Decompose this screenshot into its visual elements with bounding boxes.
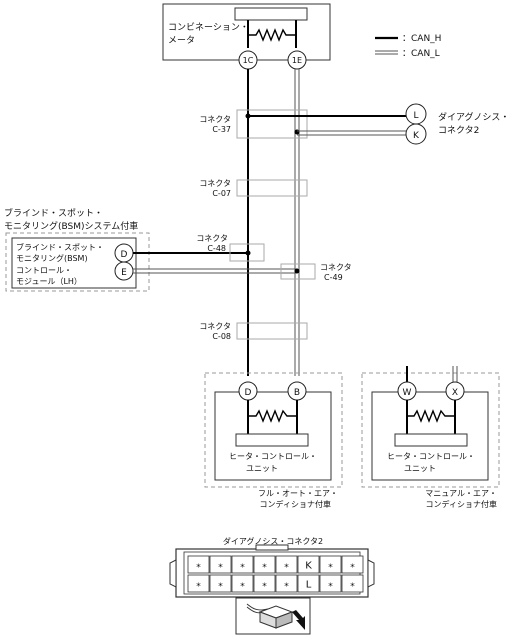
dlc-pin-label: * (350, 563, 355, 573)
bsm-pin-e-label: E (121, 268, 127, 278)
dlc-pin-label: * (196, 582, 201, 592)
heater-manual-pin-w-label: W (403, 388, 412, 398)
heater-manual-unit-line2: ユニット (404, 464, 436, 473)
connector-c49 (280, 263, 316, 280)
bsm-pin-d-label: D (121, 250, 128, 260)
dlc-pin-label: * (196, 563, 201, 573)
heater-manual-mount-block (394, 433, 468, 447)
connector-c08 (236, 322, 308, 340)
heater-manual-unit-line1: ヒータ・コントロール・ (387, 452, 475, 461)
splice-bsm-h (245, 250, 251, 256)
heater-full-unit-line1: ヒータ・コントロール・ (229, 452, 317, 461)
dlc-pin-cell (297, 574, 320, 593)
connector-c48 (229, 243, 265, 262)
meter-label-line1: コンビネーション・ (168, 22, 249, 33)
dlc-pin-cell (253, 555, 276, 574)
dlc-pin-cell (319, 555, 342, 574)
dlc-pin-cell (297, 555, 320, 574)
dlc-pin-cell (209, 555, 232, 574)
heater-full-unit-line2: ユニット (246, 464, 278, 473)
arrow-icon (292, 610, 305, 630)
manual-ac-line2: コンディショナ付車 (426, 499, 497, 509)
dlc-pin-cell (231, 555, 254, 574)
manual-ac-line1: マニュアル・エア・ (425, 489, 497, 498)
dlc-pin-cell (253, 574, 276, 593)
full-auto-ac-dashed-box (204, 372, 343, 488)
dlc-pin-label: * (284, 582, 289, 592)
connector-c07 (236, 179, 308, 197)
legend-can-l-label: ：CAN_L (402, 49, 440, 59)
splice-bsm-l (294, 268, 300, 274)
dlc-pin-label: * (240, 582, 245, 592)
connector-c37-label: コネクタ (199, 115, 231, 124)
dlc-pin-label: * (240, 563, 245, 573)
dlc-pin-label: * (262, 582, 267, 592)
dlc-face-title: ダイアグノシス・コネクタ2 (223, 536, 323, 546)
dlc-pin-k-label: K (413, 131, 420, 141)
connector-c07-label: コネクタ (199, 179, 231, 188)
dlc-pin-k (405, 123, 427, 145)
bsm-vehicle-line1: ブラインド・スポット・ (4, 207, 103, 219)
connector-c48-code: C-48 (207, 244, 226, 253)
bsm-module-line2: モニタリング(BSM) (16, 253, 88, 263)
meter-pin-1e (287, 50, 307, 70)
dlc-pin-label: L (306, 580, 312, 591)
dlc-pin-cell (341, 574, 364, 593)
full-auto-ac-line2: コンディショナ付車 (260, 499, 331, 509)
resistor-icon (248, 409, 297, 423)
resistor-icon (248, 28, 296, 42)
dlc-pin-cell (319, 574, 342, 593)
dlc-pin-label: * (350, 582, 355, 592)
meter-label-line2: メータ (168, 35, 195, 46)
connector-c07-code: C-07 (212, 189, 231, 198)
dlc-pin-cell (341, 555, 364, 574)
dlc-face-pin-grid: * * * * * K * * * * * * * L * * (187, 555, 364, 593)
dlc-pin-cell (275, 555, 298, 574)
heater-full-mount-block (235, 433, 309, 447)
full-auto-ac-line1: フル・オート・エア・ (258, 489, 338, 498)
dlc-pin-cell (187, 574, 210, 593)
dlc-pin-label: * (328, 582, 333, 592)
dlc-pin-cell (231, 574, 254, 593)
dlc-pin-l-label: L (413, 111, 418, 121)
connector-c48-label: コネクタ (196, 234, 228, 243)
connector-c49-code: C-49 (324, 273, 343, 282)
bsm-pin-e (114, 261, 134, 281)
dlc-pin-label: K (305, 561, 312, 572)
dlc-pin-label: * (328, 563, 333, 573)
connector-view-icon (246, 603, 294, 629)
dlc-pin-label: * (284, 563, 289, 573)
heater-manual-pin-x-label: X (452, 388, 458, 398)
bsm-module-line4: モジュール（LH） (16, 277, 82, 286)
connector-c08-code: C-08 (212, 332, 231, 341)
bsm-module-line3: コントロール・ (16, 266, 72, 275)
dlc-pin-cell (209, 574, 232, 593)
meter-pin-1e-label: 1E (292, 56, 302, 65)
bsm-vehicle-line2: モニタリング(BSM)システム付車 (4, 220, 138, 232)
dlc-pin-label: * (262, 563, 267, 573)
connector-c49-label: コネクタ (320, 263, 352, 272)
heater-full-pin-d-label: D (245, 388, 252, 398)
dlc-pin-label: * (218, 563, 223, 573)
bsm-module-box (11, 237, 137, 289)
dlc-pin-cell (187, 555, 210, 574)
meter-pin-1c-label: 1C (243, 56, 254, 65)
connector-c08-label: コネクタ (199, 322, 231, 331)
dlc-label-line2: コネクタ2 (438, 125, 479, 136)
heater-full-pin-b-label: B (294, 388, 300, 398)
dlc-label-line1: ダイアグノシス・ (438, 111, 509, 123)
splice-c37-l (294, 129, 300, 135)
resistor-icon (407, 409, 455, 423)
connector-c37-code: C-37 (212, 125, 231, 134)
bsm-option-dashed-box (5, 232, 150, 292)
dlc-pin-cell (275, 574, 298, 593)
bsm-module-line1: ブラインド・スポット・ (16, 242, 104, 252)
manual-ac-dashed-box (361, 372, 500, 488)
dlc-pin-label: * (218, 582, 223, 592)
legend-can-h-label: ：CAN_H (402, 34, 441, 44)
connector-c37 (236, 109, 308, 139)
meter-mount-block (234, 7, 308, 21)
